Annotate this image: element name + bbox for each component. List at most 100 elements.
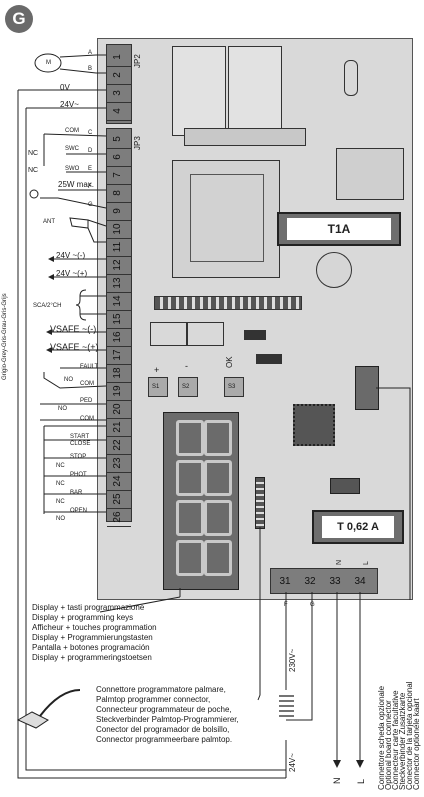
label-nc-2: NC [28, 167, 39, 174]
digit-cell [176, 460, 204, 496]
label-vsafe-minus: VSAFE ~(-) [50, 324, 97, 334]
label-nc-4: NC [56, 481, 65, 487]
terminal-divider [107, 84, 131, 85]
ic-2 [256, 354, 282, 364]
label-nc-1: NC [28, 150, 39, 157]
label-mains-l: L [363, 561, 370, 565]
palmtop-line: Connettore programmatore palmare, [96, 685, 226, 694]
terminal-divider [107, 436, 131, 437]
terminal-divider [107, 490, 131, 491]
display-keys-line: Display + tasti programmazione [32, 603, 145, 612]
button-ok[interactable] [224, 377, 244, 397]
terminal-divider [107, 382, 131, 383]
motor-label: M [46, 60, 51, 66]
label-0v: 0V [60, 83, 70, 92]
varistor [316, 252, 352, 288]
label-bottom-n: N [332, 777, 342, 785]
label-vsafe-plus: VSAFE ~(+) [50, 342, 99, 352]
display-keys-line: Display + programmeringstoetsen [32, 653, 152, 662]
display-keys-line: Pantalla + botones programación [32, 643, 150, 652]
terminal-divider [107, 310, 131, 311]
connector-block [336, 148, 404, 200]
fuse-2: T 0,62 A [312, 510, 404, 544]
digit-cell [204, 500, 232, 536]
terminal-divider [107, 166, 131, 167]
fuse-1-body: T1A [287, 218, 391, 240]
terminal-number-bottom: 34 [354, 576, 366, 587]
palmtop-line: Steckverbinder Palmtop-Programmierer, [96, 715, 239, 724]
digit-cell [176, 420, 204, 456]
label-start: START [70, 434, 90, 440]
terminal-divider [107, 418, 131, 419]
terminal-divider [107, 454, 131, 455]
optional-board-slot [355, 366, 379, 410]
display-keys-line: Afficheur + touches programmation [32, 623, 157, 632]
terminal-divider [107, 292, 131, 293]
terminal-divider [107, 508, 131, 509]
display-keys-line: Display + programming keys [32, 613, 134, 622]
label-fault: FAULT [80, 364, 99, 370]
terminal-divider [107, 256, 131, 257]
digit-cell [204, 420, 232, 456]
label-no-3: NO [56, 516, 65, 522]
label-no-2: NO [58, 406, 67, 412]
digit-cell [176, 540, 204, 576]
button-plus[interactable] [148, 377, 168, 397]
wire-letter: G [88, 202, 93, 208]
palmtop-line: Conector del programador de bolsillo, [96, 725, 230, 734]
button-minus-label: - [185, 361, 188, 371]
section-badge: G [5, 5, 33, 33]
label-nc-5: NC [56, 499, 65, 505]
label-nc-3: NC [56, 463, 65, 469]
label-stop: STOP [70, 454, 87, 460]
label-phot: PHOT [70, 472, 87, 478]
ic-1 [244, 330, 266, 340]
section-badge-letter: G [12, 9, 26, 28]
digit-cell [204, 540, 232, 576]
label-close: CLOSE [70, 441, 91, 447]
wire-letter: C [88, 130, 93, 136]
terminal-divider [107, 238, 131, 239]
crystal [344, 60, 358, 96]
palmtop-line: Connecteur programmateur de poche, [96, 705, 232, 714]
button-s1-label: S1 [152, 384, 160, 390]
label-swc: SWC [65, 146, 79, 152]
terminal-divider [107, 526, 131, 527]
terminal-number-bottom: 32 [304, 576, 316, 587]
terminal-divider [107, 148, 131, 149]
terminal-divider [107, 400, 131, 401]
label-no-1: NO [64, 377, 73, 383]
transformer-core [190, 174, 264, 262]
fuse-2-body: T 0,62 A [322, 516, 394, 538]
label-sca: SCA/2°CH [33, 303, 62, 309]
label-24v-bottom: 24V~ [288, 753, 297, 772]
button-minus[interactable] [178, 377, 198, 397]
terminal-divider [107, 220, 131, 221]
label-mains-g: G [310, 602, 315, 608]
relay-1 [172, 46, 226, 136]
label-24v: 24V~ [60, 100, 79, 109]
relay-4 [186, 322, 224, 346]
wire-letter: F [88, 184, 92, 190]
terminal-number-bottom: 31 [279, 576, 291, 587]
component-small [330, 478, 360, 494]
label-lamp: 25W max. [58, 180, 95, 189]
palmtop-line: Palmtop programmer connector, [96, 695, 211, 704]
connector-row [154, 296, 302, 310]
wire-letter: D [88, 148, 93, 154]
terminal-divider [107, 346, 131, 347]
terminal-divider [107, 184, 131, 185]
relay-2 [228, 46, 282, 136]
fuse-1-label: T1A [327, 222, 351, 236]
label-com-3: COM [80, 416, 94, 422]
label-230v: 230V~ [288, 648, 297, 672]
label-24v-plus: 24V ~(+) [56, 269, 88, 278]
label-com-1: COM [65, 128, 79, 134]
fuse-1: T1A [277, 212, 401, 246]
label-24v-minus: 24V ~(-) [56, 251, 86, 260]
palmtop-line: Connector programmeerbare palmtop. [96, 735, 233, 744]
terminal-divider [107, 120, 131, 121]
capacitor-horizontal [184, 128, 306, 146]
terminal-divider [107, 364, 131, 365]
